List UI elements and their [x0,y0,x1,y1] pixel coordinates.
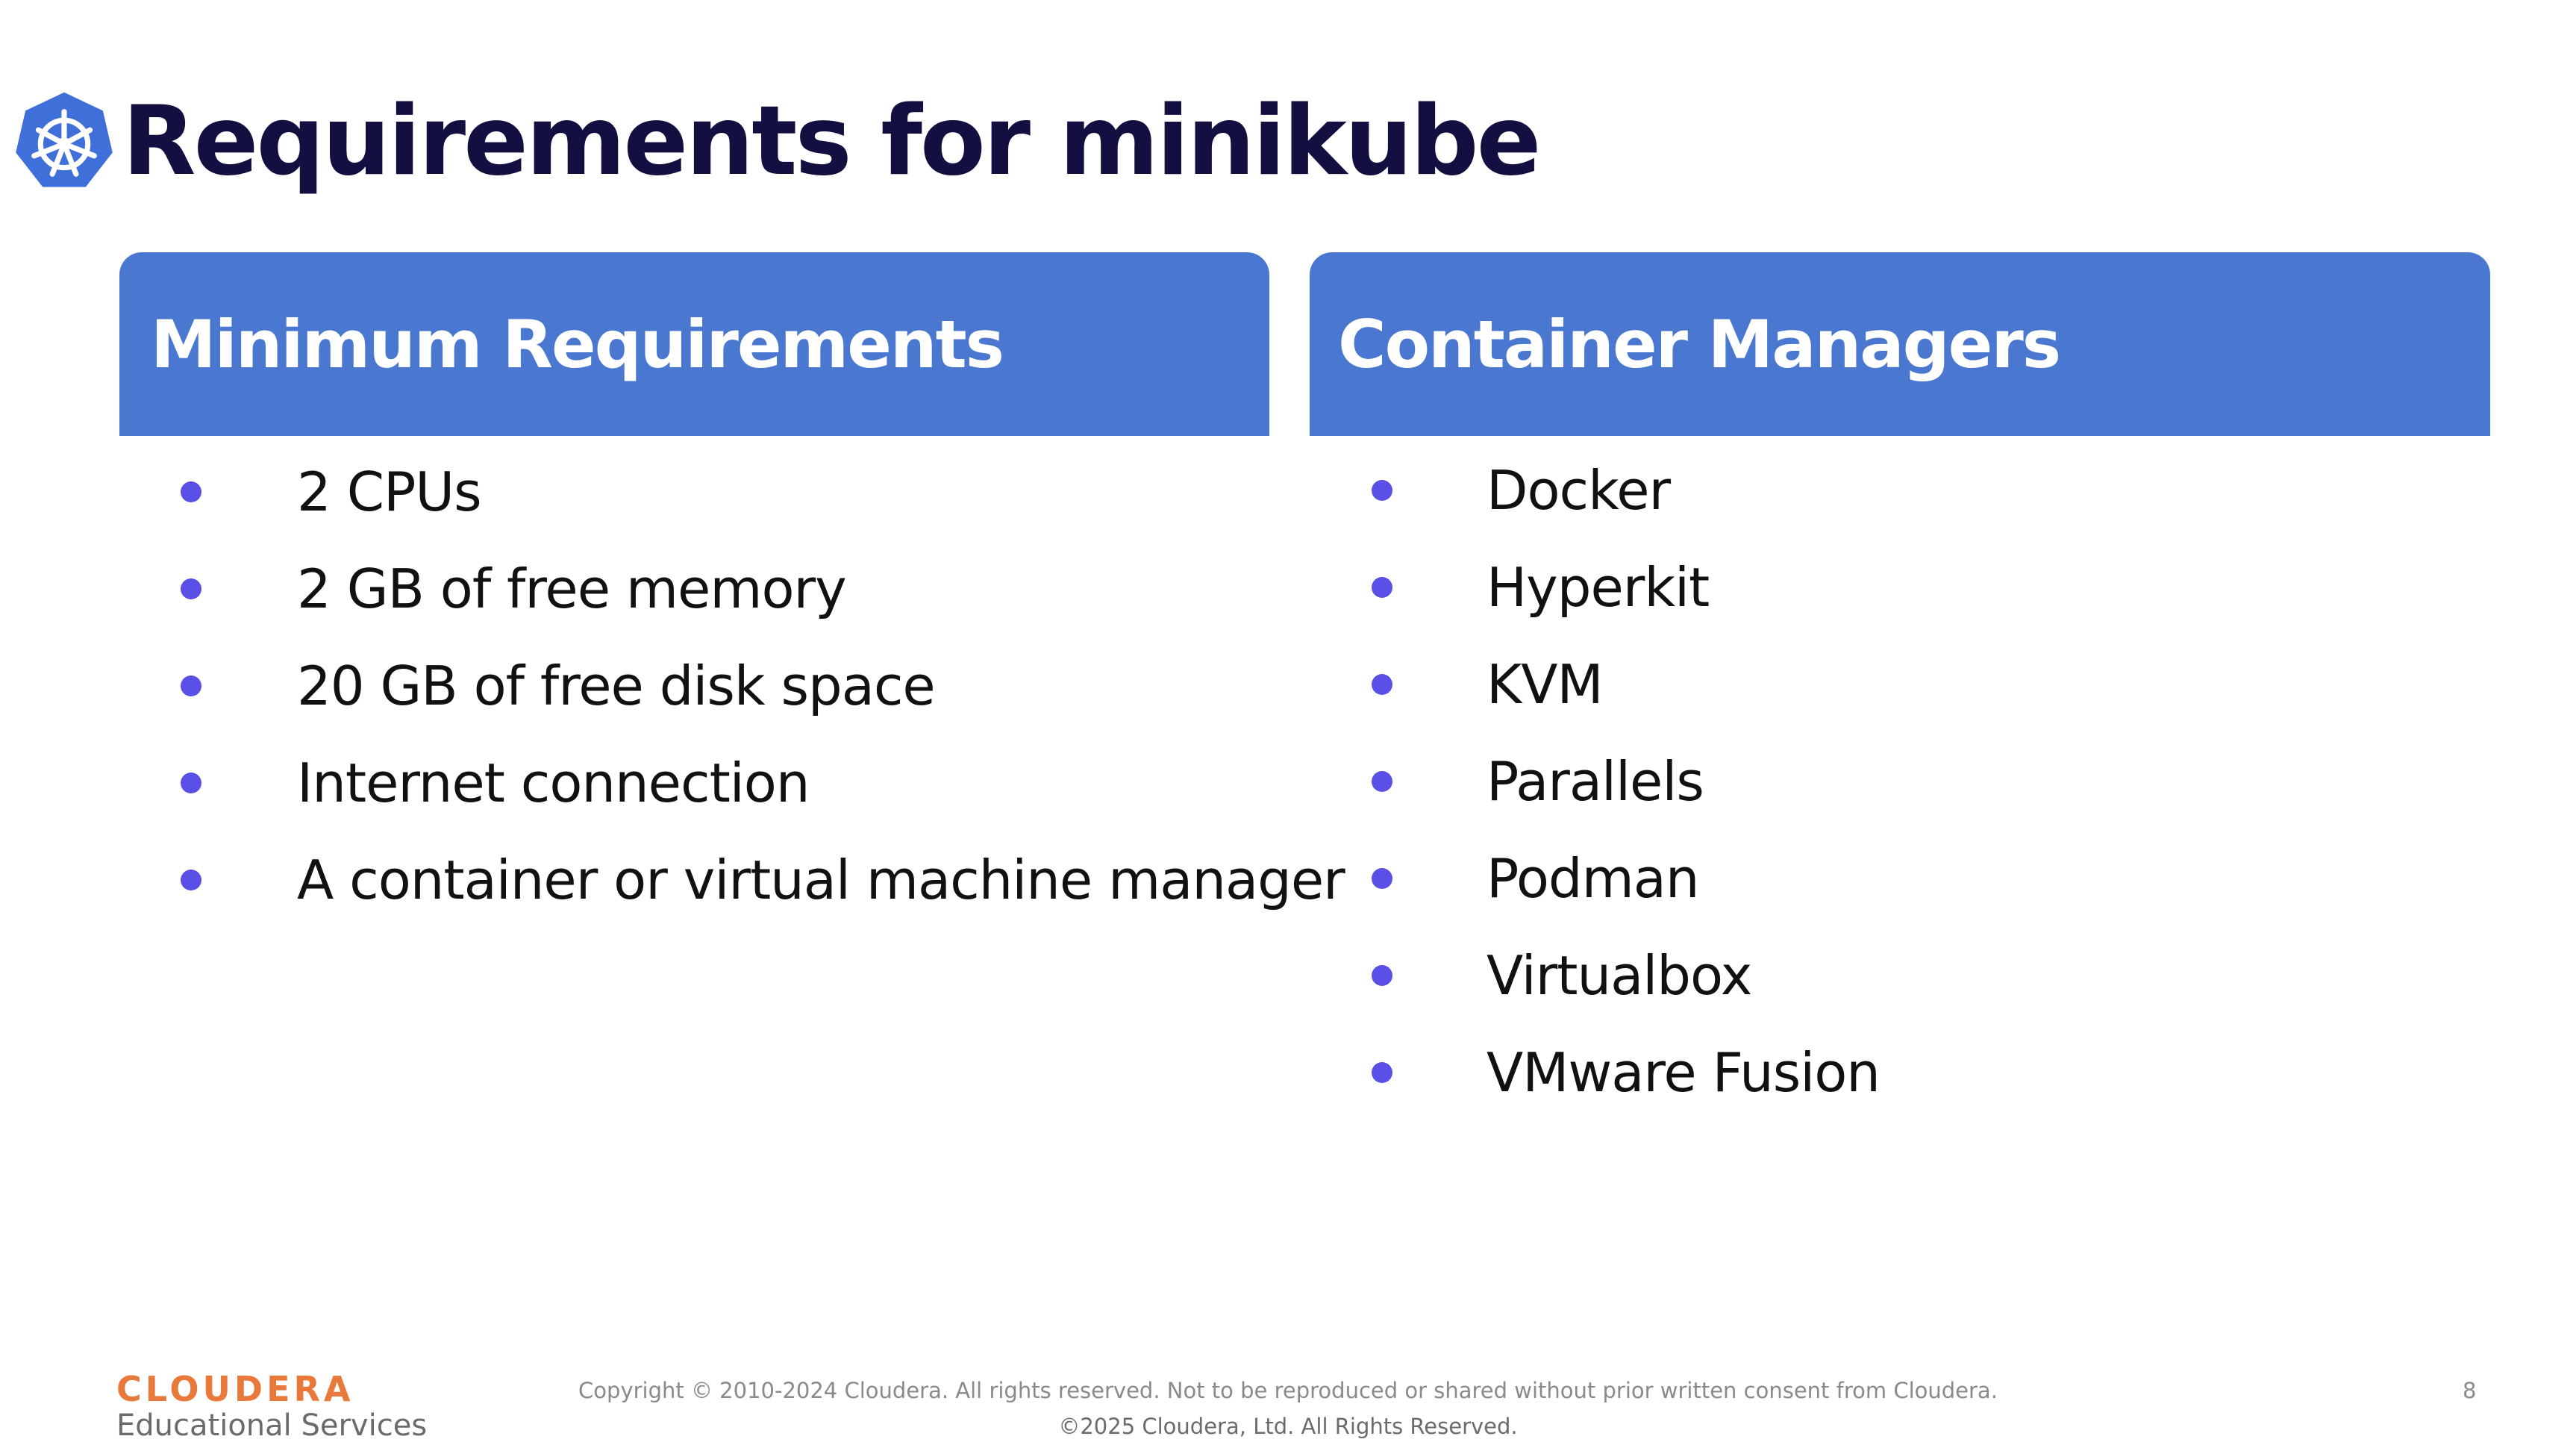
list-item-text: Parallels [1486,750,1704,813]
list-item: Docker [1372,442,1880,539]
bullet-icon [1372,1062,1392,1083]
bullet-icon [1372,965,1392,986]
list-item: VMware Fusion [1372,1024,1881,1121]
list-item: Virtualbox [1372,927,1880,1024]
bullet-icon [181,773,201,793]
bullet-icon [1372,868,1392,889]
list-item-text: Docker [1486,459,1671,522]
minimum-requirements-header-label: Minimum Requirements [151,305,1004,383]
copyright-notice: Copyright © 2010-2024 Cloudera. All righ… [578,1378,1998,1403]
list-item: Podman [1372,830,1880,927]
bullet-icon [181,675,201,696]
bullet-icon [1372,577,1392,598]
brand-subtitle: Educational Services [116,1408,428,1443]
list-item: 2 CPUs [181,443,1345,540]
container-managers-list: Docker Hyperkit KVM Parallels Podman Vir… [1372,442,1881,1121]
list-item-text: 2 CPUs [297,461,482,523]
minimum-requirements-list: 2 CPUs 2 GB of free memory 20 GB of free… [181,443,1345,929]
list-item: A container or virtual machine manager [181,831,1345,929]
list-item: 20 GB of free disk space [181,637,1345,734]
list-item-text: KVM [1486,653,1604,716]
copyright-notice-secondary: ©2025 Cloudera, Ltd. All Rights Reserved… [1058,1414,1518,1439]
list-item-text: Virtualbox [1486,944,1752,1007]
list-item: Parallels [1372,733,1880,830]
page-number: 8 [2463,1378,2477,1403]
bullet-icon [1372,771,1392,792]
bullet-icon [181,870,201,890]
list-item: Internet connection [181,734,1345,831]
list-item-text: Podman [1486,847,1699,910]
container-managers-header-label: Container Managers [1338,305,2061,383]
bullet-icon [1372,480,1392,501]
brand-name: CLOUDERA [116,1369,354,1409]
cloudera-logo: CLOUDERA Educational Services [116,1372,427,1442]
bullet-icon [1372,674,1392,695]
kubernetes-helm-icon [16,92,113,187]
bullet-icon [181,481,201,502]
title-row: Requirements for minikube [10,86,1541,197]
minimum-requirements-header: Minimum Requirements [119,252,1269,436]
list-item: KVM [1372,636,1880,733]
list-item-text: Hyperkit [1486,556,1710,619]
page-title: Requirements for minikube [122,86,1541,197]
list-item: 2 GB of free memory [181,540,1345,637]
list-item-text: Internet connection [297,752,810,814]
list-item-text: A container or virtual machine manager [297,849,1345,911]
container-managers-header: Container Managers [1310,252,2490,436]
list-item-text: 2 GB of free memory [297,558,847,620]
list-item-text: VMware Fusion [1486,1041,1881,1104]
bullet-icon [181,578,201,599]
list-item: Hyperkit [1372,539,1880,636]
list-item-text: 20 GB of free disk space [297,655,936,717]
